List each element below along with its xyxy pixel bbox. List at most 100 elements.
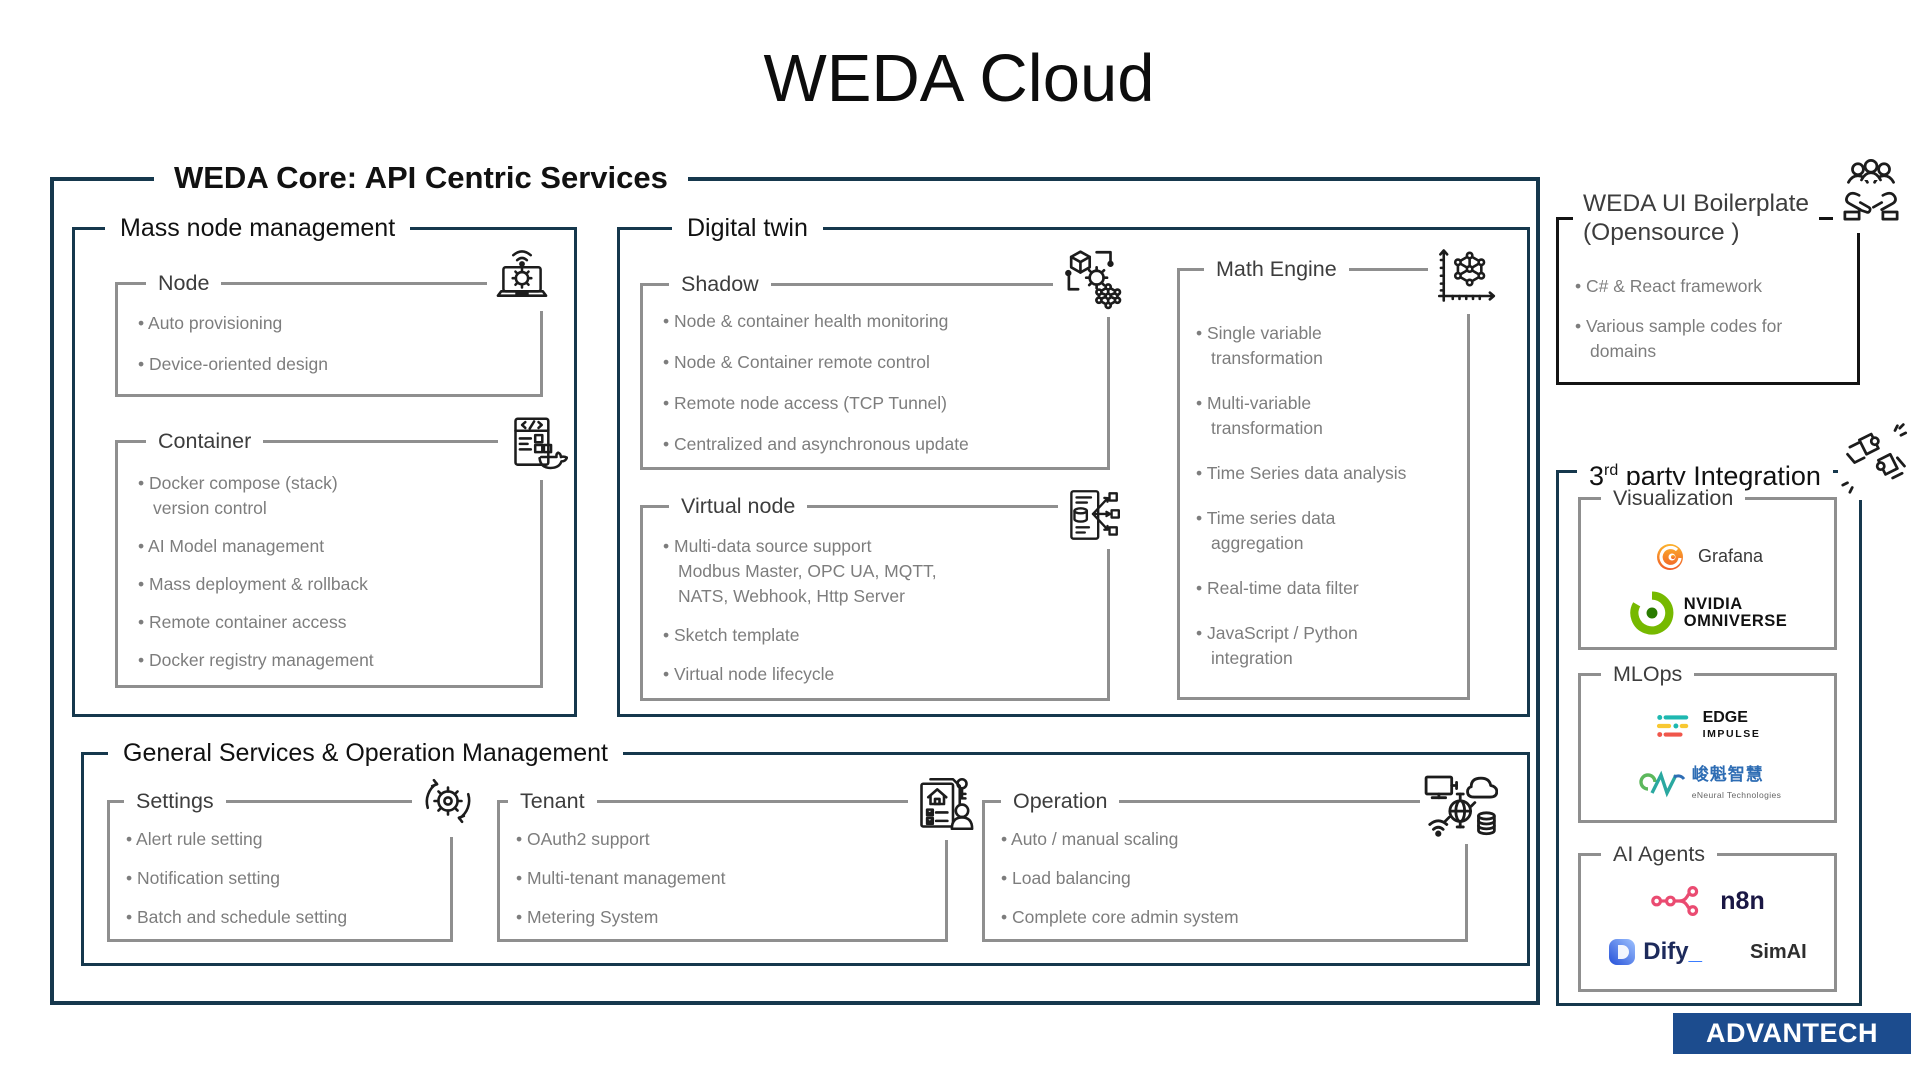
panel-operation: Operation Auto / manual scaling Load bal… bbox=[982, 788, 1468, 942]
community-hands-icon bbox=[1833, 153, 1909, 233]
bullet-item: Device-oriented design bbox=[138, 352, 530, 377]
shadow-label: Shadow bbox=[669, 271, 771, 298]
bullet-item: JavaScript / Python integration bbox=[1196, 621, 1457, 671]
dify-icon bbox=[1609, 939, 1636, 965]
bullet-item: Multi-tenant management bbox=[516, 866, 935, 891]
bullet-item: Notification setting bbox=[126, 866, 440, 891]
simai-label: SimAI bbox=[1750, 940, 1807, 963]
bullet-item: Batch and schedule setting bbox=[126, 905, 440, 930]
bullet-item: Time series data aggregation bbox=[1196, 506, 1457, 556]
ai-agents-label: AI Agents bbox=[1601, 841, 1718, 868]
edge-impulse-logo: EDGE IMPULSE bbox=[1581, 706, 1834, 746]
panel-weda-ui-boilerplate: WEDA UI Boilerplate (Opensource ) C# & R… bbox=[1556, 189, 1860, 385]
digital-twin-icon bbox=[1053, 243, 1131, 317]
third-party-label-prefix: 3 bbox=[1589, 461, 1605, 491]
math-engine-icon bbox=[1428, 242, 1500, 314]
panel-virtual-node: Virtual node Multi-data source support M… bbox=[640, 493, 1110, 701]
bullet-item: Multi-variable transformation bbox=[1196, 391, 1457, 441]
grafana-label: Grafana bbox=[1697, 545, 1764, 566]
bullet-item: Remote node access (TCP Tunnel) bbox=[663, 391, 1097, 416]
bullet-item: Sketch template bbox=[663, 623, 1097, 648]
bullet-item: AI Model management bbox=[138, 534, 530, 559]
advantech-label: ADVANTECH bbox=[1706, 1018, 1878, 1048]
eneural-cn-label: 峻魁智慧 bbox=[1691, 764, 1764, 784]
third-party-label-sup: rd bbox=[1604, 462, 1619, 479]
n8n-label: n8n bbox=[1720, 886, 1765, 915]
bullet-item: Complete core admin system bbox=[1001, 905, 1455, 930]
virtual-node-label: Virtual node bbox=[669, 493, 808, 520]
bullet-item: Virtual node lifecycle bbox=[663, 662, 1097, 687]
panel-weda-core: WEDA Core: API Centric Services bbox=[50, 159, 1540, 1005]
node-label: Node bbox=[146, 270, 222, 297]
panel-math-engine: Math Engine Single variable transformati… bbox=[1177, 256, 1470, 700]
settings-label: Settings bbox=[124, 788, 226, 815]
bullet-item: Alert rule setting bbox=[126, 827, 440, 852]
container-label: Container bbox=[146, 428, 264, 455]
mlops-label: MLOps bbox=[1601, 661, 1695, 688]
puzzle-hands-icon bbox=[1838, 418, 1914, 500]
grafana-logo: Grafana bbox=[1581, 534, 1834, 578]
bullet-item: Auto / manual scaling bbox=[1001, 827, 1455, 852]
nvidia-line1: NVIDIA bbox=[1683, 595, 1743, 613]
virtual-node-icon bbox=[1058, 483, 1126, 549]
settings-sync-icon bbox=[412, 765, 484, 837]
weda-core-label: WEDA Core: API Centric Services bbox=[154, 159, 688, 197]
laptop-gear-wifi-icon bbox=[487, 241, 557, 311]
panel-shadow: Shadow Node & container health monitorin… bbox=[640, 271, 1110, 470]
bullet-item: Single variable transformation bbox=[1196, 321, 1457, 371]
eneural-label: 峻魁智慧 eNeural Technologies bbox=[1692, 766, 1782, 803]
bullet-item: Various sample codes for domains bbox=[1575, 314, 1847, 364]
digital-twin-label: Digital twin bbox=[672, 213, 823, 244]
n8n-logo: n8n bbox=[1581, 878, 1834, 924]
eneural-icon bbox=[1639, 770, 1685, 798]
panel-mlops: MLOps EDGE IMPULSE 峻魁智慧 eNeural Technolog… bbox=[1578, 661, 1837, 823]
panel-container: Container Docker compose (stack) version… bbox=[115, 428, 543, 688]
tenant-docs-icon bbox=[908, 768, 980, 840]
general-services-label: General Services & Operation Management bbox=[108, 738, 623, 769]
dify-logo: Dify_ bbox=[1608, 938, 1702, 966]
bullet-item: Node & container health monitoring bbox=[663, 309, 1097, 334]
advantech-logo: ADVANTECH bbox=[1673, 1013, 1911, 1054]
bullet-item: Docker compose (stack) version control bbox=[138, 471, 530, 521]
eneural-logo: 峻魁智慧 eNeural Technologies bbox=[1581, 762, 1834, 806]
page-title: WEDA Cloud bbox=[763, 41, 1155, 116]
tenant-label: Tenant bbox=[508, 788, 597, 815]
nvidia-omniverse-icon bbox=[1630, 591, 1674, 635]
dify-underscore: _ bbox=[1688, 938, 1702, 965]
bullet-item: C# & React framework bbox=[1575, 274, 1847, 299]
panel-node: Node Auto provisioning Device-oriented d… bbox=[115, 270, 543, 397]
bullet-item: Centralized and asynchronous update bbox=[663, 432, 1097, 457]
panel-mass-node-management: Mass node management bbox=[72, 213, 577, 717]
operation-label: Operation bbox=[1001, 788, 1120, 815]
edge-line2: IMPULSE bbox=[1702, 728, 1761, 740]
visualization-label: Visualization bbox=[1601, 485, 1746, 512]
operation-network-icon bbox=[1420, 766, 1498, 844]
grafana-icon bbox=[1656, 544, 1683, 570]
edge-line1: EDGE bbox=[1702, 709, 1748, 726]
edge-impulse-label: EDGE IMPULSE bbox=[1703, 710, 1761, 742]
bullet-item: Load balancing bbox=[1001, 866, 1455, 891]
dify-label: Dify_ bbox=[1643, 938, 1702, 966]
bullet-item: Mass deployment & rollback bbox=[138, 572, 530, 597]
bullet-item: OAuth2 support bbox=[516, 827, 935, 852]
panel-tenant: Tenant OAuth2 support Multi-tenant manag… bbox=[497, 788, 948, 942]
bullet-item: Time Series data analysis bbox=[1196, 461, 1457, 486]
bullet-item: Metering System bbox=[516, 905, 935, 930]
bullet-item: Remote container access bbox=[138, 610, 530, 635]
bullet-item: Node & Container remote control bbox=[663, 350, 1097, 375]
bullet-item: Real-time data filter bbox=[1196, 576, 1457, 601]
bullet-item: Multi-data source support Modbus Master,… bbox=[663, 534, 1097, 609]
dify-word: Dify bbox=[1643, 938, 1689, 965]
n8n-icon bbox=[1651, 886, 1699, 916]
panel-ai-agents: AI Agents n8n Dify_ SimAI bbox=[1578, 841, 1837, 992]
edge-impulse-icon bbox=[1656, 714, 1688, 738]
bullet-item: Docker registry management bbox=[138, 648, 530, 673]
eneural-en-label: eNeural Technologies bbox=[1691, 789, 1782, 800]
mass-node-management-label: Mass node management bbox=[105, 213, 411, 244]
bullet-item: Auto provisioning bbox=[138, 311, 530, 336]
dify-simai-row: Dify_ SimAI bbox=[1581, 930, 1834, 974]
panel-digital-twin: Digital twin bbox=[617, 213, 1530, 717]
